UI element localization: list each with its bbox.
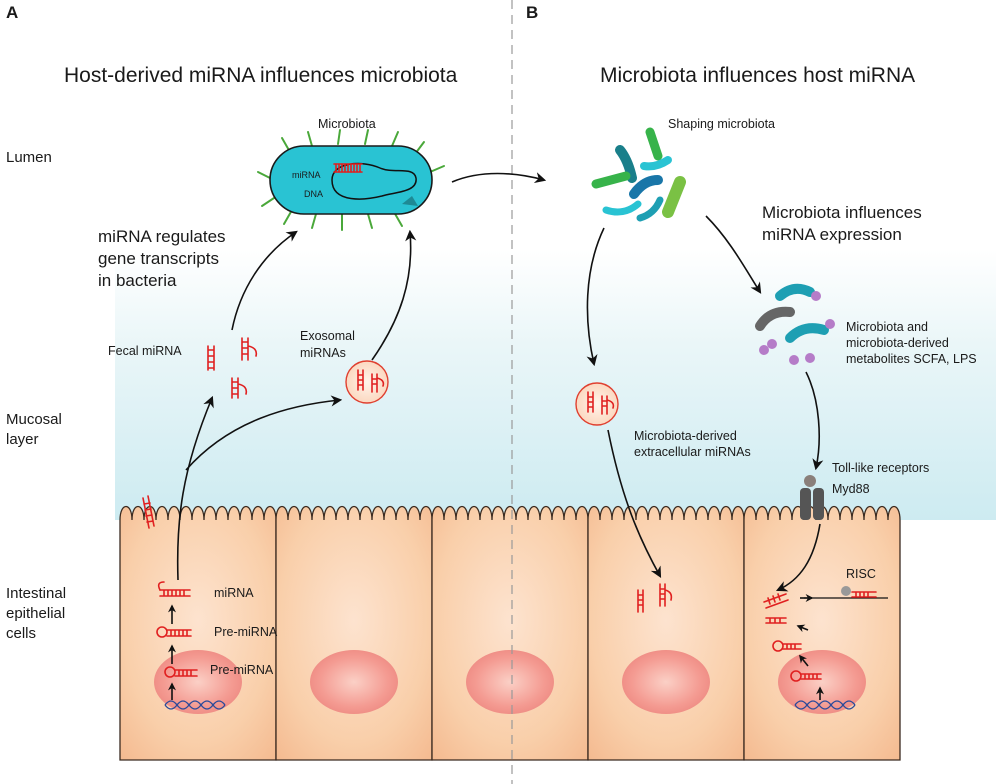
influences-line-2: miRNA expression [762, 225, 902, 244]
nucleus-1 [154, 650, 242, 714]
dna-helix-b [794, 700, 856, 710]
toll-like-receptor-icon [800, 475, 824, 520]
cell1-premirna-nuclear-label: Pre-miRNA [210, 663, 274, 677]
arrow-microbiota-to-vesicle [586, 227, 605, 367]
arrow-cell-to-fecal [176, 395, 214, 581]
nucleus-5 [778, 650, 866, 714]
regulates-line-1: miRNA regulates [98, 227, 226, 246]
epithelial-cell-2 [275, 505, 433, 761]
extracellular-vesicle-icon [575, 382, 619, 426]
arrow-vesicle-to-cell [607, 429, 662, 578]
exosome-icon [345, 360, 389, 404]
title-b: Microbiota influences host miRNA [600, 64, 915, 87]
metabolites-line-2: microbiota-derived [846, 336, 949, 350]
epithelial-cell-4 [587, 505, 745, 761]
label-intestinal-1: Intestinal [6, 585, 66, 602]
exosomal-line-1: Exosomal [300, 329, 355, 343]
nucleus-3 [466, 650, 554, 714]
epithelial-cell-3 [431, 505, 589, 761]
cell1-mirna-label: miRNA [214, 586, 254, 600]
label-lumen: Lumen [6, 149, 52, 166]
label-intestinal-2: epithelial [6, 605, 65, 622]
arrow-tlr-to-mirna [775, 523, 821, 592]
shaping-label: Shaping microbiota [668, 117, 775, 131]
mucosal-band [115, 250, 996, 520]
metabolites-line-3: metabolites SCFA, LPS [846, 352, 977, 366]
label-mucosal-1: Mucosal [6, 411, 62, 428]
cell1-mirna-icon [157, 581, 191, 597]
regulates-line-3: in bacteria [98, 271, 177, 290]
epithelial-cell-5 [743, 505, 901, 761]
tlr-label: Toll-like receptors [832, 461, 929, 475]
dna-helix-a [164, 700, 226, 710]
bacterium-dna-label: DNA [304, 189, 323, 199]
arrow-a-to-b [451, 172, 547, 184]
cell1-premirna-label: Pre-miRNA [214, 625, 278, 639]
metabolites-icon [755, 283, 835, 365]
panel-a-letter: A [6, 3, 18, 22]
membrane-mirna-icon [142, 495, 155, 529]
metabolites-line-1: Microbiota and [846, 320, 928, 334]
exosomal-line-2: miRNAs [300, 346, 346, 360]
influences-line-1: Microbiota influences [762, 203, 922, 222]
microbiota-cluster-icon [591, 127, 686, 222]
extracellular-line-2: extracellular miRNAs [634, 445, 751, 459]
bacterium-icon [257, 129, 445, 231]
risc-complex-icon [804, 586, 888, 599]
arrow-b-nuclear-to-cyto [799, 654, 809, 667]
label-intestinal-3: cells [6, 625, 36, 642]
microbiota-label: Microbiota [318, 117, 376, 131]
arrow-metabolites-to-tlr [805, 371, 824, 471]
myd88-label: Myd88 [832, 482, 870, 496]
cell5-mirna-icon [763, 593, 789, 624]
extracellular-line-1: Microbiota-derived [634, 429, 737, 443]
arrow-b-premirna-to-mirna [796, 624, 809, 633]
nucleus-4 [622, 650, 710, 714]
label-mucosal-2: layer [6, 431, 39, 448]
arrow-fecal-to-bacterium [231, 230, 298, 331]
risc-label: RISC [846, 567, 876, 581]
cell1-premirna-nuclear-icon [164, 666, 198, 678]
arrow-cell-to-exosome [185, 395, 343, 471]
bacterium-mirna-label: miRNA [292, 170, 321, 180]
cell5-premirna-icon [772, 640, 822, 682]
regulates-line-2: gene transcripts [98, 249, 219, 268]
cell1-premirna-icon [156, 626, 192, 638]
fecal-mirna-icon [207, 337, 258, 399]
nucleus-2 [310, 650, 398, 714]
fecal-mirna-label: Fecal miRNA [108, 344, 182, 358]
title-a: Host-derived miRNA influences microbiota [64, 64, 458, 87]
cell4-mirna-icon [637, 583, 673, 613]
arrow-exosome-to-bacterium [371, 229, 417, 361]
panel-b-letter: B [526, 3, 538, 22]
arrow-microbiota-to-metabolites [705, 215, 762, 294]
